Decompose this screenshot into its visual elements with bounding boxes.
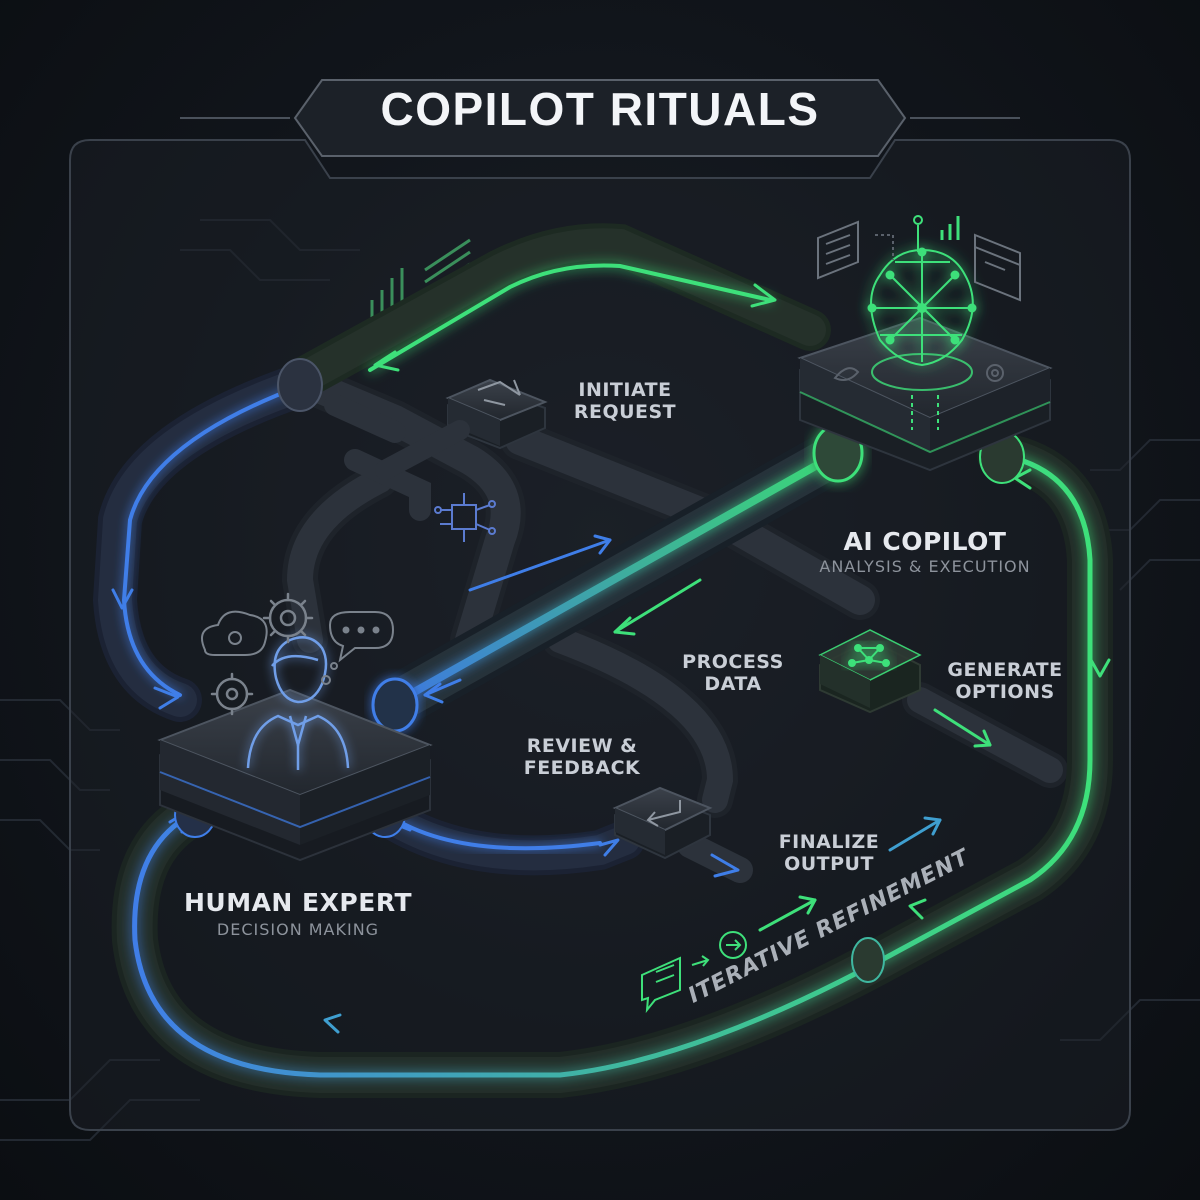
generate-options-node xyxy=(818,629,922,714)
gear-small-icon xyxy=(210,672,254,716)
left-flow-pipe xyxy=(92,363,322,722)
ai-copilot-node xyxy=(797,247,1053,472)
top-flow-pipe xyxy=(279,223,831,401)
cloud-gear-icon xyxy=(201,610,268,656)
step-finalize-output: FINALIZE OUTPUT xyxy=(778,831,880,875)
circle-arrow-icon xyxy=(719,931,747,959)
redo-arrow-icon xyxy=(477,379,521,406)
human-expert-name: HUMAN EXPERT xyxy=(183,888,412,917)
dashed-lines xyxy=(911,395,939,430)
arrow-right-small-icon xyxy=(691,955,710,967)
step-review-feedback: REVIEW & FEEDBACK xyxy=(523,735,641,779)
network-nodes-icon xyxy=(848,644,890,667)
gear-large-icon xyxy=(262,592,314,644)
central-flow-pipe xyxy=(373,428,862,727)
circuit-traces xyxy=(0,219,1200,1141)
human-expert-node xyxy=(157,636,433,862)
gear-icon xyxy=(986,364,1004,382)
page-title: COPILOT RITUALS xyxy=(380,83,820,135)
initiate-request-node xyxy=(445,378,548,450)
circuit-chip-icon xyxy=(434,493,496,542)
message-doc-icon xyxy=(641,956,681,1014)
flow-arrows xyxy=(111,283,1111,1034)
title-banner xyxy=(293,79,907,157)
document-icon xyxy=(817,220,859,280)
outer-loop-pipe xyxy=(111,432,1113,1098)
browser-window-icon xyxy=(974,233,1021,302)
step-process-data: PROCESS DATA xyxy=(682,651,784,695)
step-generate-options: GENERATE OPTIONS xyxy=(947,659,1063,703)
ai-copilot-role: ANALYSIS & EXECUTION xyxy=(819,557,1031,576)
bar-chart-small-icon xyxy=(940,216,960,240)
review-feedback-node xyxy=(612,786,713,860)
step-initiate-request: INITIATE REQUEST xyxy=(573,379,677,423)
brain-network-icon xyxy=(867,247,977,367)
return-arrow-icon xyxy=(646,800,681,827)
antenna-icon xyxy=(875,215,923,260)
human-expert-role: DECISION MAKING xyxy=(216,920,380,939)
leaf-icon xyxy=(833,367,860,381)
chat-bubble-icon xyxy=(328,611,395,663)
connector-pipes xyxy=(324,394,470,521)
thought-dots xyxy=(321,662,338,685)
ai-copilot-name: AI COPILOT xyxy=(843,527,1007,556)
